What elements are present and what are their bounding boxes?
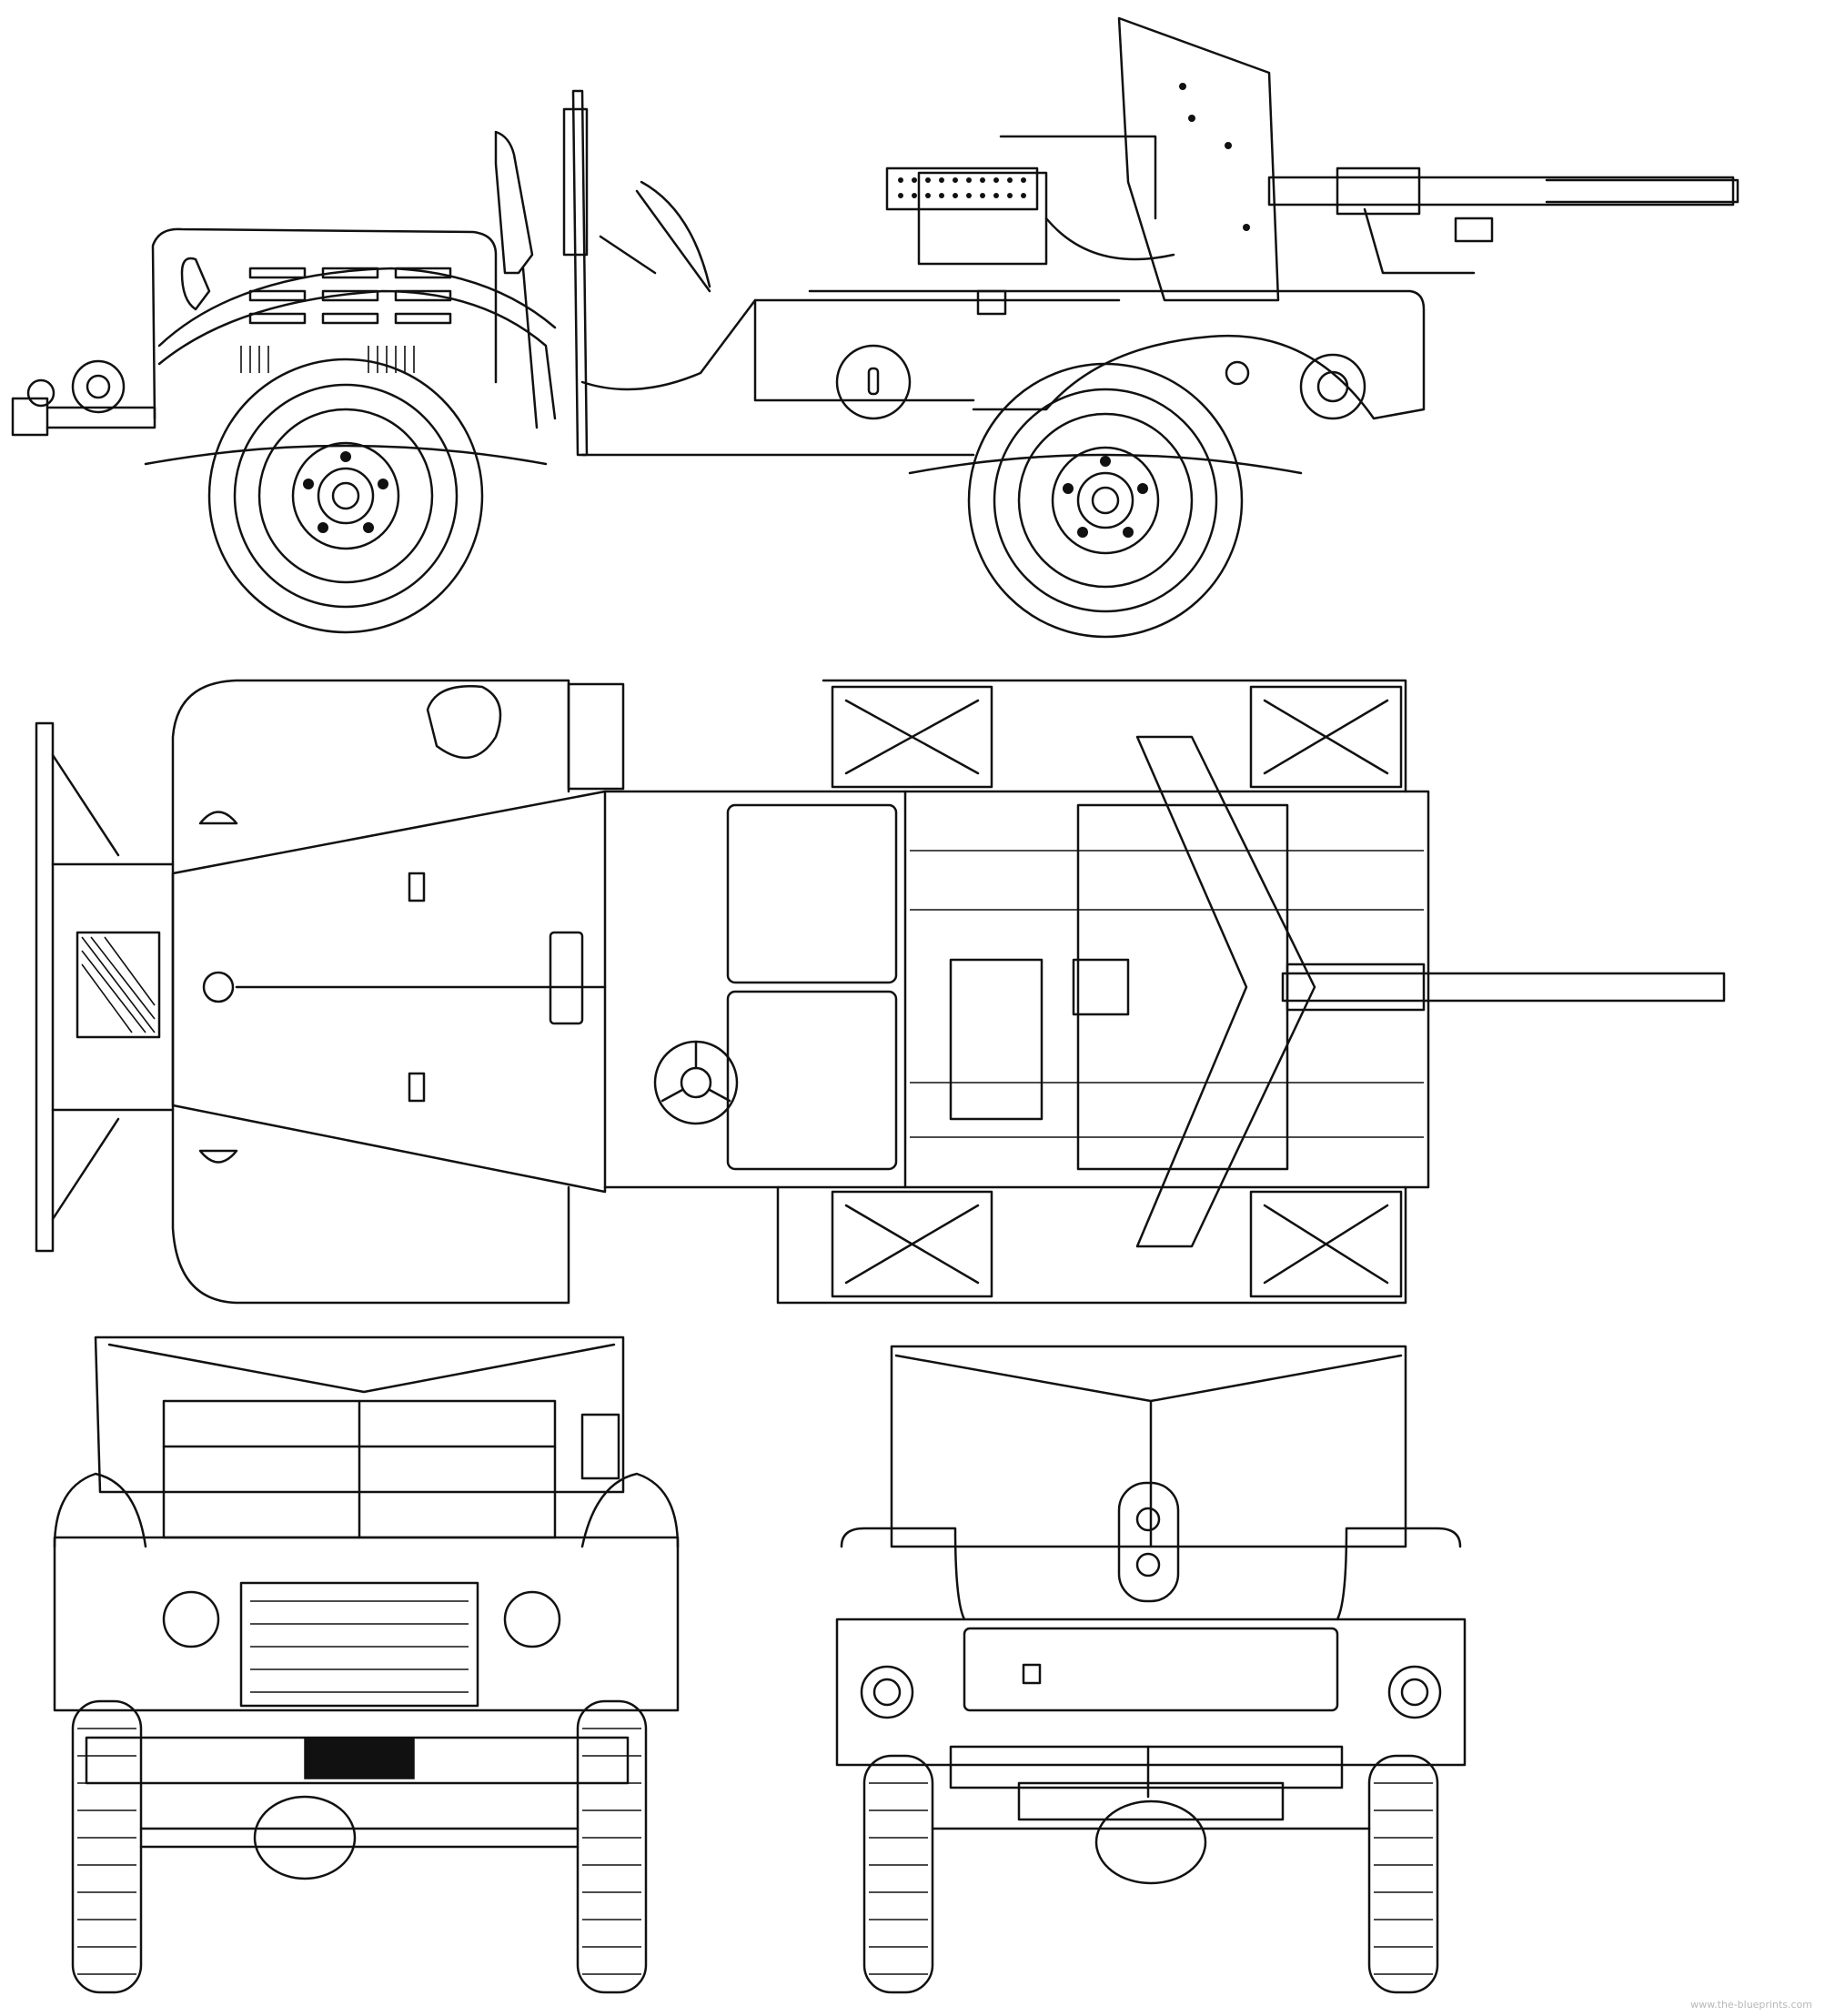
stowage-box-2 — [1249, 685, 1403, 789]
rear-body-panel — [835, 1618, 1467, 1767]
rear-view — [835, 1345, 1467, 1994]
gun-barrel-top — [1281, 972, 1726, 1003]
stowage-box-3 — [831, 1190, 993, 1298]
hood — [151, 227, 557, 420]
front-grille — [239, 1581, 479, 1708]
front-differential — [253, 1795, 357, 1880]
rear-tire-right — [1367, 1754, 1439, 1994]
front-tire-right — [576, 1699, 648, 1994]
mounted-gun — [885, 16, 1739, 302]
top-bed — [776, 679, 1726, 1305]
windshield-frame — [494, 89, 589, 457]
front-gun-shield — [94, 1336, 625, 1494]
stowage-box-4 — [1249, 1190, 1403, 1298]
ammo-rack — [898, 177, 1026, 198]
cab-frame — [580, 298, 1121, 391]
leaf-spring — [144, 444, 548, 466]
top-front-bumper — [35, 721, 175, 1253]
gun-shield-top — [1135, 735, 1316, 1248]
headlight-left — [162, 1590, 220, 1648]
side-view — [11, 16, 1739, 639]
front-tire-left — [71, 1699, 143, 1994]
top-cab — [603, 790, 907, 1189]
stowage-box-1 — [831, 685, 993, 789]
front-winch — [11, 359, 156, 437]
headlight-right — [503, 1590, 561, 1648]
side-rear-wheel — [967, 362, 1244, 639]
front-view — [53, 1336, 680, 1994]
steering-wheel — [599, 180, 711, 293]
rear-gun-shield — [890, 1345, 1407, 1548]
hood-vents — [248, 267, 452, 325]
side-louvers — [240, 346, 415, 373]
tail-light-right — [1387, 1665, 1442, 1719]
rear-tire-left — [862, 1754, 934, 1994]
top-view — [35, 679, 1726, 1305]
rear-differential — [1094, 1799, 1207, 1885]
tail-light-left — [860, 1665, 914, 1719]
rear-body — [753, 289, 1426, 420]
side-front-wheel — [207, 358, 484, 634]
site-watermark: www.the-blueprints.com — [1690, 1999, 1812, 2011]
top-hood — [171, 679, 625, 1305]
